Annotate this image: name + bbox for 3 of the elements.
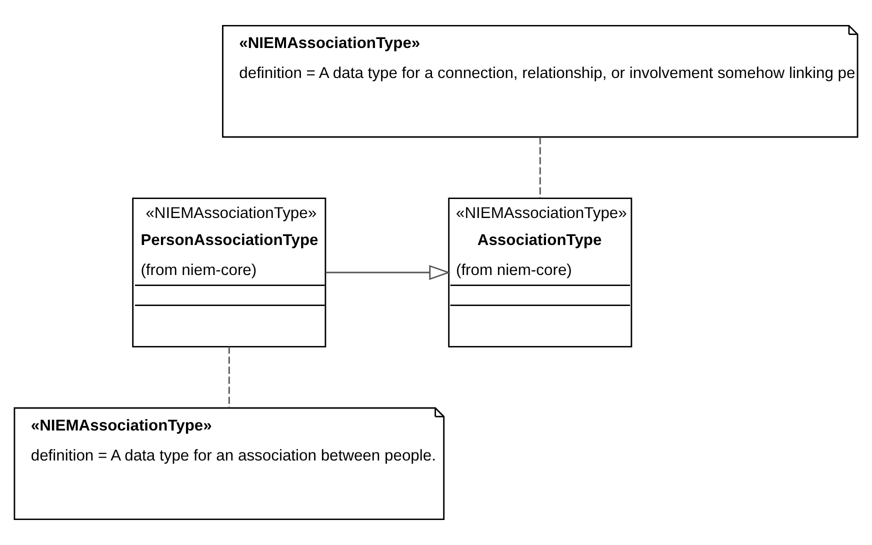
connector <box>539 137 541 198</box>
connector <box>228 346 230 408</box>
arrow <box>326 265 451 280</box>
